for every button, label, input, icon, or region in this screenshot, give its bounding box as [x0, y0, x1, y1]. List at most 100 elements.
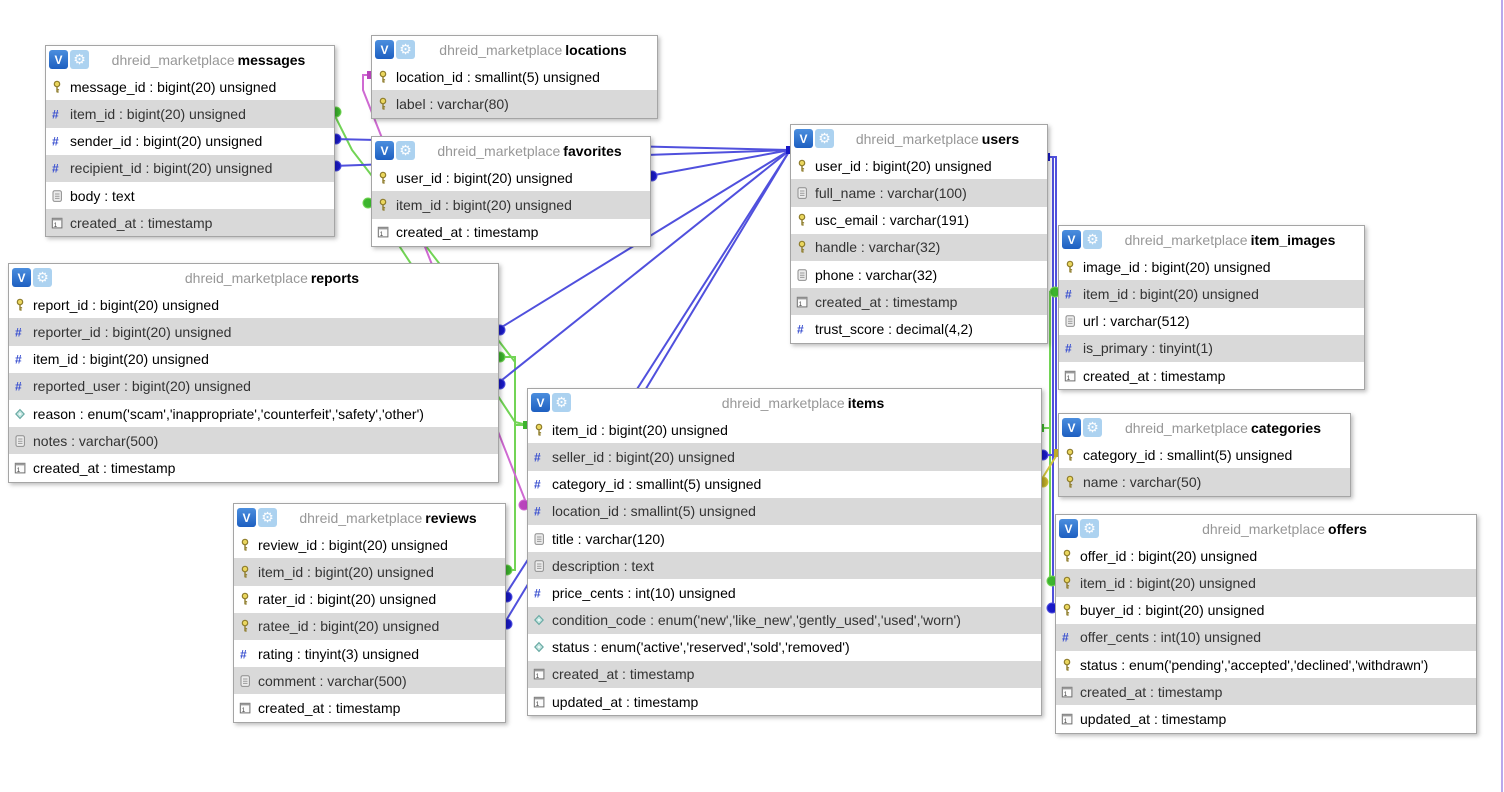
- enum-icon: [534, 642, 544, 653]
- column-label: sender_id : bigint(20) unsigned: [70, 133, 263, 150]
- hash-icon: #: [534, 478, 541, 492]
- column-row-items: #location_id : smallint(5) unsigned: [528, 497, 1041, 525]
- column-row-reports: notes : varchar(500): [9, 427, 498, 455]
- column-row-offers: offer_id : bigint(20) unsigned: [1056, 542, 1476, 570]
- view-toggle-icon[interactable]: V: [375, 40, 394, 60]
- hash-icon: #: [1065, 342, 1072, 356]
- view-toggle-icon[interactable]: V: [531, 393, 550, 413]
- hash-icon: #: [1062, 631, 1069, 645]
- column-label: item_id : bigint(20) unsigned: [33, 351, 209, 368]
- column-row-categories: category_id : smallint(5) unsigned: [1059, 441, 1350, 469]
- column-row-items: status : enum('active','reserved','sold'…: [528, 633, 1041, 661]
- view-toggle-icon[interactable]: V: [375, 141, 394, 161]
- gear-icon[interactable]: ⚙: [396, 141, 415, 161]
- view-toggle-icon[interactable]: V: [12, 268, 31, 288]
- column-row-item_images: url : varchar(512): [1059, 307, 1364, 335]
- gear-icon[interactable]: ⚙: [396, 40, 415, 60]
- gear-icon[interactable]: ⚙: [1083, 418, 1102, 438]
- table-name: messages: [237, 51, 306, 68]
- column-label: status : enum('pending','accepted','decl…: [1080, 656, 1429, 673]
- column-label: created_at : timestamp: [33, 459, 176, 476]
- table-name: users: [981, 130, 1020, 147]
- text-icon: [797, 268, 807, 281]
- column-row-locations: location_id : smallint(5) unsigned: [372, 63, 657, 91]
- column-row-reviews: ratee_id : bigint(20) unsigned: [234, 612, 505, 640]
- view-toggle-icon[interactable]: V: [1062, 418, 1081, 438]
- key-icon: [379, 198, 387, 211]
- column-row-reports: #reporter_id : bigint(20) unsigned: [9, 318, 498, 346]
- hash-icon: #: [534, 450, 541, 464]
- view-toggle-icon[interactable]: V: [1059, 519, 1078, 539]
- column-label: created_at : timestamp: [815, 293, 958, 310]
- gear-icon[interactable]: ⚙: [33, 268, 52, 288]
- column-label: notes : varchar(500): [33, 432, 159, 449]
- canvas-edge-line: [1501, 0, 1503, 792]
- gear-icon[interactable]: ⚙: [552, 393, 571, 413]
- calendar-icon: 1: [1064, 370, 1076, 381]
- gear-icon[interactable]: ⚙: [70, 50, 89, 70]
- column-label: category_id : smallint(5) unsigned: [1083, 446, 1293, 463]
- column-label: created_at : timestamp: [552, 666, 695, 683]
- column-label: trust_score : decimal(4,2): [815, 320, 973, 337]
- hash-icon: #: [15, 353, 22, 367]
- column-label: item_id : bigint(20) unsigned: [70, 105, 246, 122]
- table-name: categories: [1250, 419, 1321, 436]
- column-label: rater_id : bigint(20) unsigned: [258, 591, 437, 608]
- column-label: status : enum('active','reserved','sold'…: [552, 639, 850, 656]
- column-row-users: user_id : bigint(20) unsigned: [791, 152, 1047, 180]
- gear-icon[interactable]: ⚙: [1083, 230, 1102, 250]
- key-icon: [798, 241, 806, 253]
- gear-icon[interactable]: ⚙: [258, 508, 277, 528]
- key-icon: [241, 592, 249, 605]
- column-label: created_at : timestamp: [396, 224, 539, 241]
- hash-icon: #: [1065, 287, 1072, 301]
- svg-text:1: 1: [1064, 718, 1068, 725]
- gear-icon[interactable]: ⚙: [815, 129, 834, 149]
- column-row-messages: message_id : bigint(20) unsigned: [46, 73, 334, 101]
- svg-text:#: #: [52, 162, 59, 176]
- column-label: item_id : bigint(20) unsigned: [1083, 285, 1259, 302]
- svg-text:1: 1: [54, 222, 58, 229]
- view-toggle-icon[interactable]: V: [237, 508, 256, 528]
- schema-name: dhreid_marketplace: [1124, 231, 1248, 248]
- view-toggle-icon[interactable]: V: [794, 129, 813, 149]
- column-label: price_cents : int(10) unsigned: [552, 584, 736, 601]
- column-label: item_id : bigint(20) unsigned: [396, 196, 572, 213]
- column-row-items: #category_id : smallint(5) unsigned: [528, 470, 1041, 498]
- column-row-users: handle : varchar(32): [791, 233, 1047, 261]
- view-toggle-icon[interactable]: V: [49, 50, 68, 70]
- schema-name: dhreid_marketplace: [437, 142, 561, 159]
- column-label: buyer_id : bigint(20) unsigned: [1080, 602, 1265, 619]
- column-label: handle : varchar(32): [815, 239, 941, 256]
- hash-icon: #: [534, 505, 541, 519]
- column-row-items: #price_cents : int(10) unsigned: [528, 579, 1041, 607]
- view-toggle-icon[interactable]: V: [1062, 230, 1081, 250]
- gear-icon[interactable]: ⚙: [1080, 519, 1099, 539]
- svg-text:1: 1: [536, 700, 540, 707]
- text-icon: [240, 675, 250, 687]
